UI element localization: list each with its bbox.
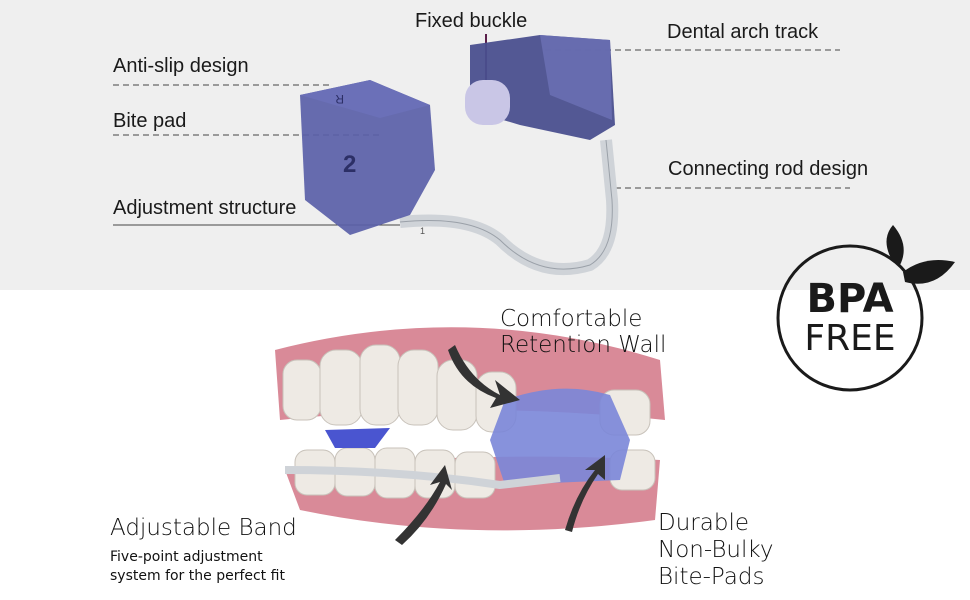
bpa-free-badge: BPA FREE	[776, 225, 955, 392]
desc-line: Five-point adjustment	[110, 549, 263, 565]
svg-text:FREE: FREE	[804, 318, 895, 359]
leaf-icon	[903, 259, 955, 284]
caption-line: Durable	[658, 510, 749, 536]
retention-wall-caption: Comfortable Retention Wall	[500, 306, 666, 358]
adjustable-band	[284, 466, 561, 490]
arrow-band	[395, 465, 452, 545]
arrow-bite-pads	[565, 455, 605, 532]
desc-line: system for the perfect fit	[110, 568, 285, 584]
right-bite-pad	[465, 35, 615, 140]
label-connecting-rod-design: Connecting rod design	[668, 158, 869, 180]
caption-line: Non-Bulky	[658, 537, 774, 563]
caption-line: Comfortable	[500, 306, 643, 332]
leaf-icon	[886, 225, 904, 265]
label-fixed-buckle: Fixed buckle	[415, 10, 528, 32]
label-anti-slip-design: Anti-slip design	[113, 55, 249, 77]
large-bite-pad	[490, 388, 630, 485]
svg-text:1: 1	[420, 226, 425, 236]
small-bite-pad	[325, 428, 390, 448]
band-title: Adjustable Band	[110, 515, 297, 541]
left-bite-pad: R 2	[300, 80, 435, 235]
bite-pads-caption: Durable Non-Bulky Bite-Pads	[658, 510, 773, 591]
arrow-retention-wall	[448, 345, 520, 408]
label-dental-arch-track: Dental arch track	[667, 21, 819, 43]
svg-text:BPA: BPA	[806, 276, 893, 322]
label-bite-pad: Bite pad	[113, 110, 187, 132]
arrows	[395, 345, 605, 545]
svg-text:R: R	[335, 92, 344, 106]
band-description: Five-point adjustment system for the per…	[110, 548, 285, 586]
label-adjustment-structure: Adjustment structure	[113, 197, 297, 219]
caption-line: Bite-Pads	[658, 564, 765, 590]
caption-line: Retention Wall	[500, 332, 667, 358]
svg-text:2: 2	[343, 151, 356, 178]
